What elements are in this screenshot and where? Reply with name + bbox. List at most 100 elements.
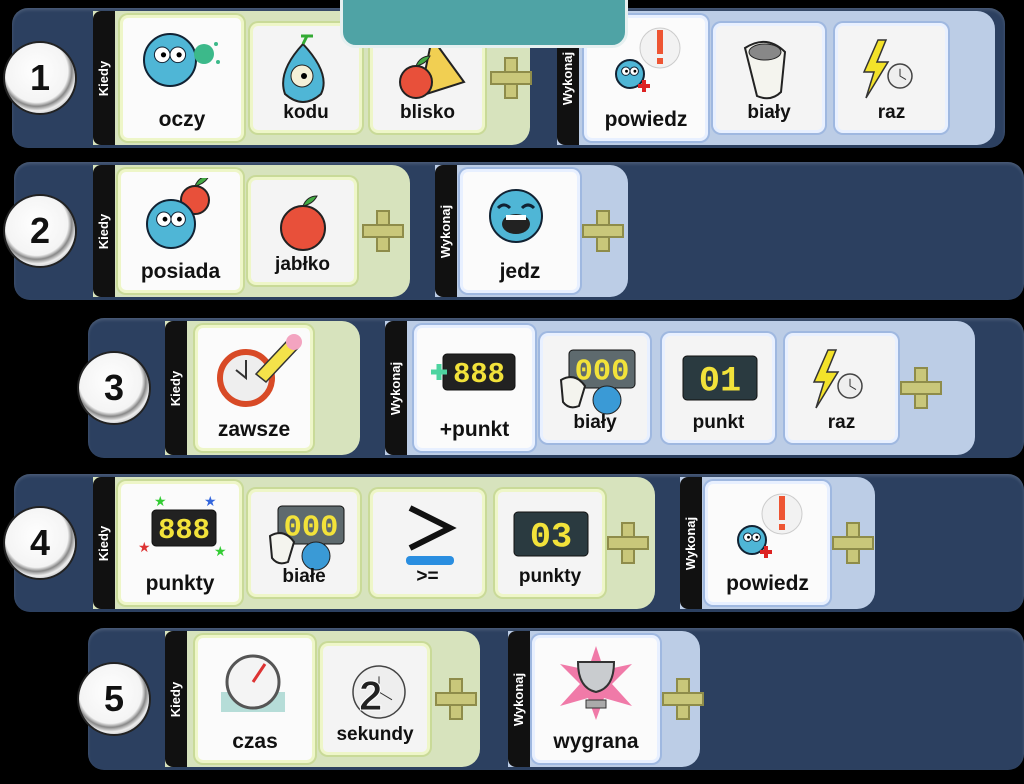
when-label-strip: Kiedy: [93, 11, 115, 145]
svg-text:★: ★: [154, 493, 167, 509]
add-tile-plus-icon[interactable]: [582, 210, 624, 252]
add-tile-plus-icon[interactable]: [490, 57, 532, 99]
say-icon: [736, 493, 802, 558]
say-icon: [615, 27, 681, 92]
white-score-icon: 000: [559, 349, 636, 415]
when-label: Kiedy: [96, 60, 112, 96]
tile-label: zawsze: [217, 418, 291, 441]
do-label: Wykonaj: [683, 516, 699, 570]
tile-+punkt[interactable]: 888 +punkt: [414, 325, 535, 451]
eyes-icon: [143, 33, 220, 87]
tile-label: punkty: [518, 566, 582, 587]
tile-label: powiedz: [726, 572, 809, 595]
add-tile-plus-icon[interactable]: [607, 522, 649, 564]
kodu-icon: [282, 34, 325, 103]
do-label: Wykonaj: [560, 51, 576, 105]
when-label-strip: Kiedy: [93, 165, 115, 297]
do-panel: Wykonaj powiedz: [680, 477, 875, 609]
top-overlay-tab: [340, 0, 628, 48]
tile-raz[interactable]: raz: [835, 23, 948, 133]
tile-label: blisko: [400, 102, 455, 123]
tile-op[interactable]: >=: [370, 489, 485, 597]
do-panel: Wykonaj powiedz biały raz: [557, 11, 995, 145]
svg-text:★: ★: [214, 543, 227, 559]
when-label: Kiedy: [168, 370, 184, 406]
rule-number[interactable]: 3: [79, 353, 149, 423]
when-label: Kiedy: [96, 525, 112, 561]
tile-label: jedz: [499, 260, 541, 283]
eat-icon: [489, 189, 543, 243]
tile-zawsze[interactable]: zawsze: [195, 325, 313, 451]
tile-label: sekundy: [336, 724, 414, 745]
win-icon: [560, 646, 632, 720]
svg-text:888: 888: [453, 358, 505, 391]
tile-label: punkt: [692, 412, 745, 433]
tile-jabłko[interactable]: jabłko: [248, 177, 357, 285]
tile-label: raz: [877, 102, 906, 123]
when-label: Kiedy: [168, 681, 184, 717]
add-tile-plus-icon[interactable]: [435, 678, 477, 720]
tile-powiedz[interactable]: powiedz: [705, 481, 830, 605]
tile-label: biały: [573, 412, 617, 433]
near-icon: [398, 35, 466, 99]
seconds-icon: 2: [352, 665, 406, 720]
apple-icon: [279, 195, 326, 251]
white-paint-icon: [743, 41, 787, 100]
do-label: Wykonaj: [388, 361, 404, 415]
do-label: Wykonaj: [511, 672, 527, 726]
svg-text:2: 2: [359, 672, 382, 719]
svg-text:888: 888: [158, 514, 210, 547]
tile-powiedz[interactable]: powiedz: [584, 15, 708, 141]
tile-label: +punkt: [439, 418, 510, 441]
tile-oczy[interactable]: oczy: [120, 15, 244, 141]
rule-number[interactable]: 4: [5, 508, 75, 578]
once-icon: [812, 349, 863, 409]
do-label-strip: Wykonaj: [435, 165, 457, 297]
add-tile-plus-icon[interactable]: [900, 367, 942, 409]
svg-text:★: ★: [138, 539, 151, 555]
do-label-strip: Wykonaj: [385, 321, 407, 455]
when-label-strip: Kiedy: [165, 321, 187, 455]
do-panel: Wykonaj jedz: [435, 165, 628, 297]
rule-number[interactable]: 2: [5, 196, 75, 266]
tile-punkty[interactable]: 03 punkty: [495, 489, 605, 597]
tile-label: raz: [827, 412, 856, 433]
rule-number[interactable]: 5: [79, 664, 149, 734]
svg-text:03: 03: [530, 517, 572, 557]
rule-number[interactable]: 1: [5, 43, 75, 113]
when-label-strip: Kiedy: [93, 477, 115, 609]
when-label-strip: Kiedy: [165, 631, 187, 767]
add-tile-plus-icon[interactable]: [362, 210, 404, 252]
tile-raz[interactable]: raz: [785, 333, 898, 443]
scored-icon: 888★★★★: [138, 493, 227, 559]
white-score-icon: 000: [268, 505, 345, 571]
tile-sekundy[interactable]: 2 sekundy: [320, 643, 430, 755]
svg-text:★: ★: [204, 493, 217, 509]
tile-label: kodu: [283, 102, 329, 123]
tile-czas[interactable]: czas: [195, 635, 315, 763]
tile-jedz[interactable]: jedz: [460, 169, 580, 293]
tile-label: biały: [747, 102, 791, 123]
add-tile-plus-icon[interactable]: [832, 522, 874, 564]
when-panel: Kiedy zawsze: [165, 321, 360, 455]
tile-label: czas: [232, 730, 278, 753]
tile-biały[interactable]: biały: [713, 23, 825, 133]
greater-equal-icon: [405, 505, 457, 565]
timer-icon: [221, 654, 285, 712]
tile-punkty[interactable]: 888★★★★punkty: [118, 481, 242, 605]
do-label: Wykonaj: [438, 204, 454, 258]
do-label-strip: Wykonaj: [680, 477, 702, 609]
tile-posiada[interactable]: posiada: [118, 169, 243, 293]
tile-label: punkty: [145, 572, 215, 595]
score-icon: 03: [513, 511, 589, 557]
when-panel: Kiedy czas 2 sekundy: [165, 631, 480, 767]
tile-wygrana[interactable]: wygrana: [532, 635, 660, 763]
add-tile-plus-icon[interactable]: [662, 678, 704, 720]
once-icon: [862, 39, 913, 99]
